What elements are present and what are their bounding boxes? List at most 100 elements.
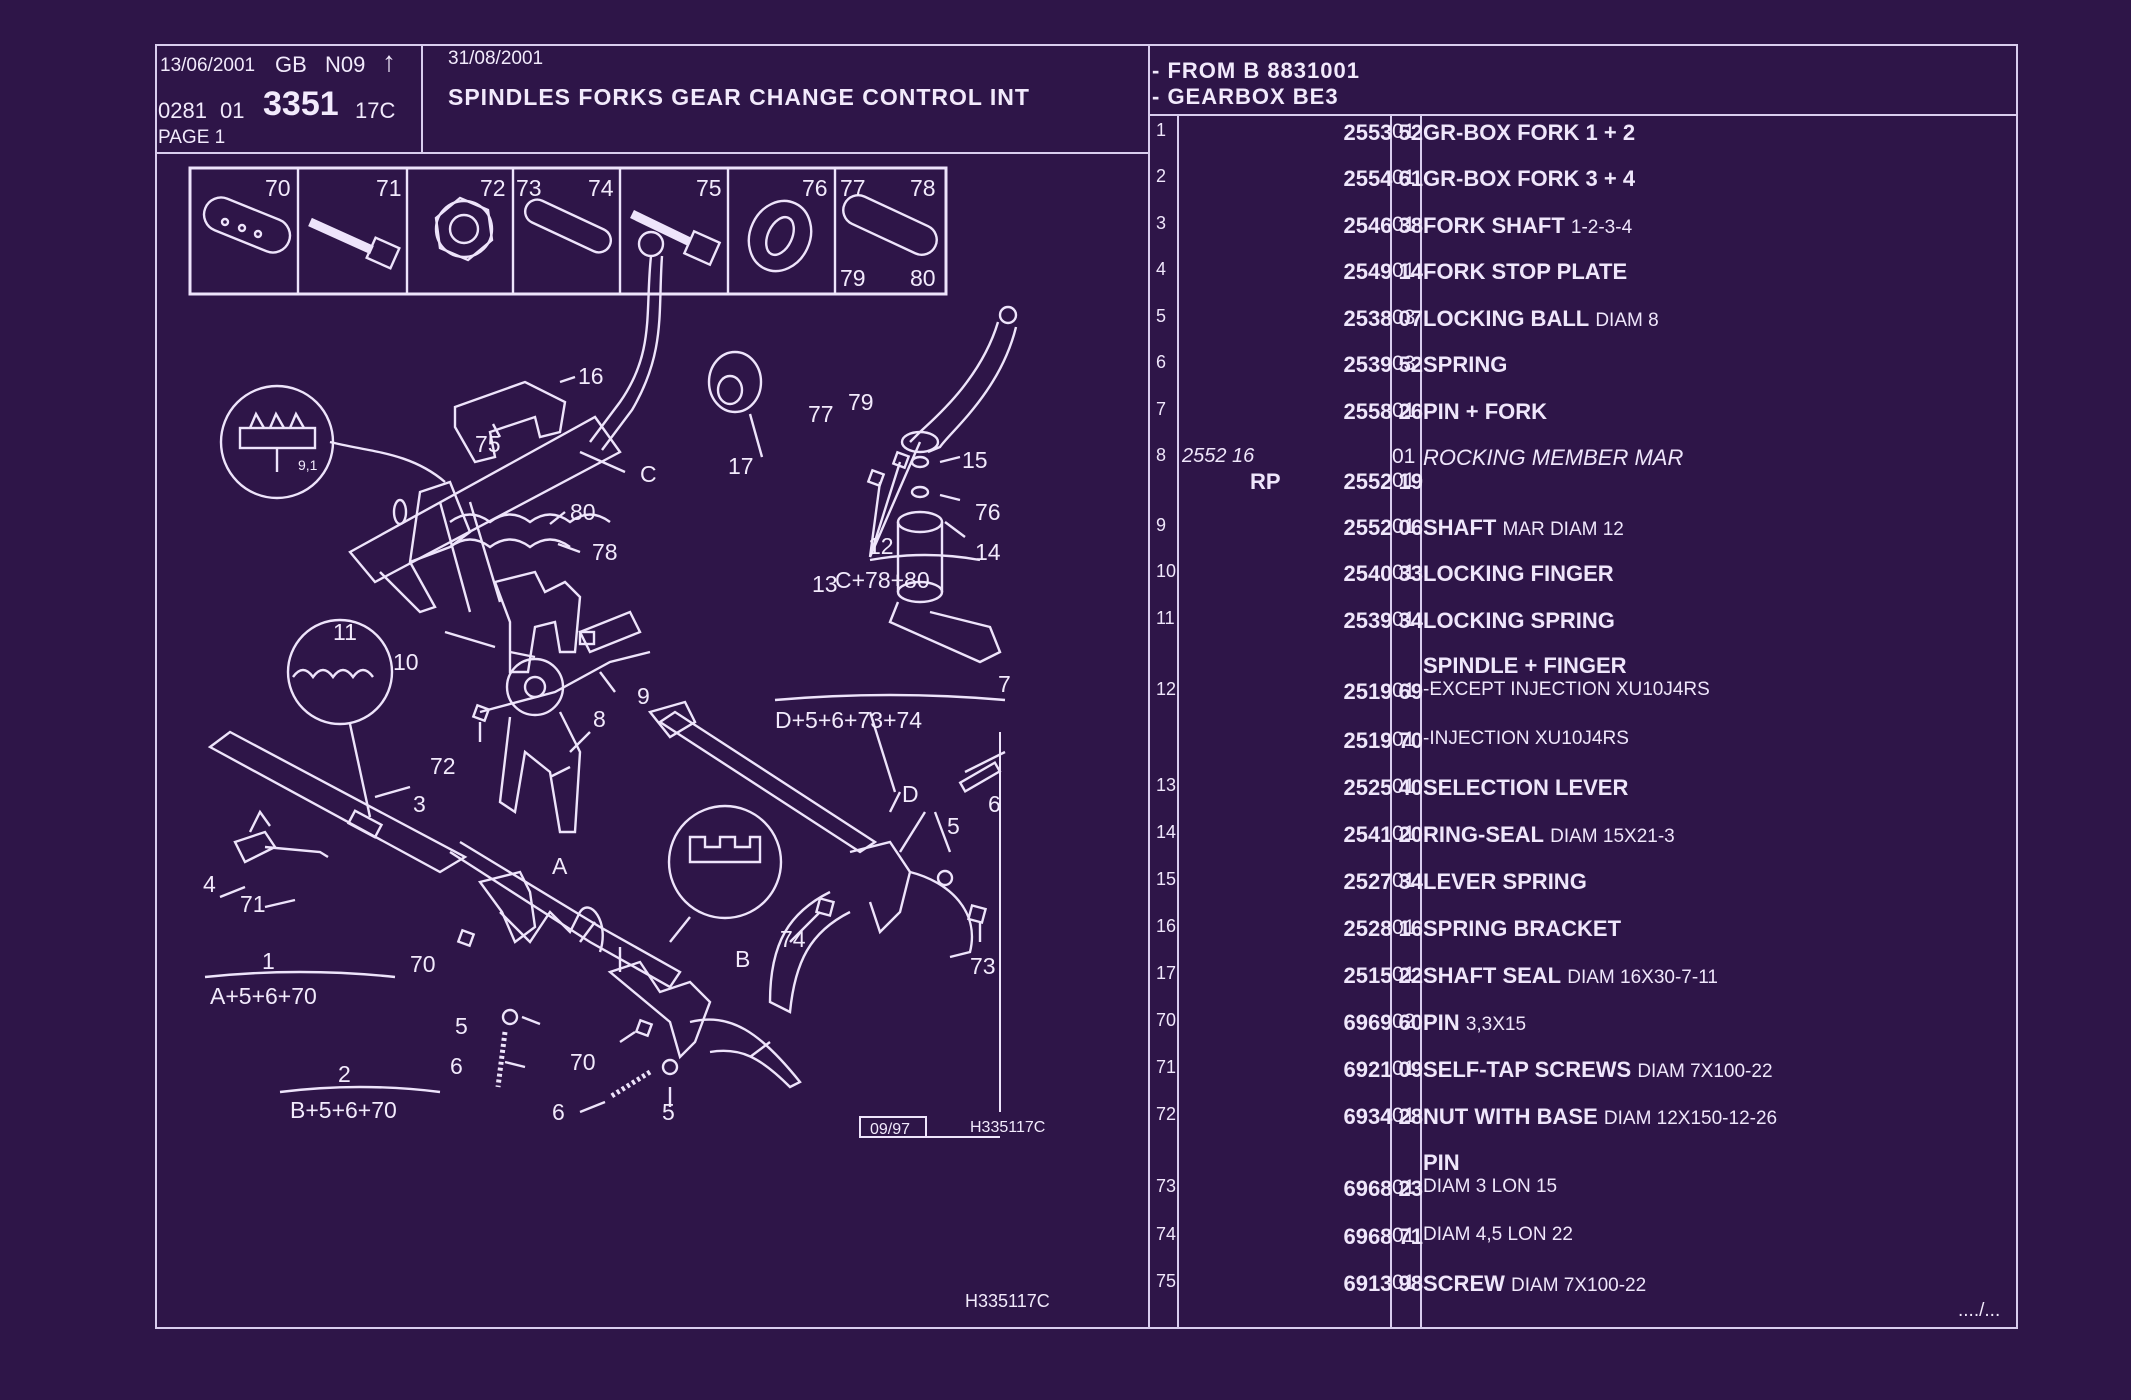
list-item[interactable]: 1 2553 52 01 GR-BOX FORK 1 + 2 xyxy=(1156,120,1636,145)
springs-balls xyxy=(219,711,1001,1138)
fork-shaft-3 xyxy=(207,618,802,1089)
header-ref-suffix: 17C xyxy=(355,98,396,123)
callout-D: D xyxy=(902,781,919,807)
thumb-label-72: 72 xyxy=(480,175,506,201)
list-item[interactable]: 2 2554 61 01 GR-BOX FORK 3 + 4 xyxy=(1156,166,1636,191)
assembly-1-number: 1 xyxy=(262,948,275,974)
list-item[interactable]: 71 6921 09 01 SELF-TAP SCREWS DIAM 7X100… xyxy=(1156,1057,1773,1082)
pin-73-icon xyxy=(523,198,613,254)
list-item[interactable]: 4 2549 14 01 FORK STOP PLATE xyxy=(1156,259,1628,284)
header-date1: 13/06/2001 xyxy=(160,55,256,76)
list-item[interactable]: 16 2528 16 01 SPRING BRACKET xyxy=(1156,916,1622,941)
list-item[interactable]: 6 2539 52 03 SPRING xyxy=(1156,352,1508,377)
callout-11: 11 xyxy=(333,619,357,645)
nut-72-icon xyxy=(434,196,494,262)
callout-14: 14 xyxy=(975,539,1001,565)
thumbnail-strip xyxy=(188,166,948,296)
callout-6-b: 6 xyxy=(552,1099,565,1125)
thumbnail-labels: 70 71 72 73 74 75 76 77 78 79 80 xyxy=(265,175,936,291)
fork-shaft-d xyxy=(647,700,1006,1014)
callout-70-b: 70 xyxy=(570,1049,596,1075)
thumb-label-70: 70 xyxy=(265,175,291,201)
callout-16: 16 xyxy=(578,363,604,389)
list-item[interactable]: 9 2552 06 01 SHAFT MAR DIAM 12 xyxy=(1156,515,1624,540)
header-gearbox: - GEARBOX BE3 xyxy=(1152,84,1339,109)
callout-76: 76 xyxy=(975,499,1001,525)
callout-77: 77 xyxy=(808,401,834,427)
callout-5-a: 5 xyxy=(455,1013,468,1039)
callout-80: 80 xyxy=(570,499,596,525)
assembly-7-formula: D+5+6+73+74 xyxy=(775,707,922,733)
list-item[interactable]: 15 2527 34 01 LEVER SPRING xyxy=(1156,869,1587,894)
list-item[interactable]: 7 2558 26 01 PIN + FORK xyxy=(1156,399,1548,424)
list-item[interactable]: PIN 73 6968 23 01 DIAM 3 LON 15 xyxy=(1156,1150,1558,1201)
pin-77-icon xyxy=(842,194,938,256)
callout-C: C xyxy=(640,461,657,487)
callout-B: B xyxy=(735,946,750,972)
callout-5-d: 5 xyxy=(947,813,960,839)
continuation-mark: ..../... xyxy=(1958,1300,2001,1321)
header-ref-main: 3351 xyxy=(263,85,339,123)
callout-A: A xyxy=(552,853,568,879)
list-item[interactable]: 75 6913 98 01 SCREW DIAM 7X100-22 xyxy=(1156,1271,1647,1296)
up-arrow-icon: ↑ xyxy=(382,46,396,77)
list-item[interactable]: 72 6934 28 01 NUT WITH BASE DIAM 12X150-… xyxy=(1156,1104,1778,1129)
selector-assembly-c xyxy=(219,230,764,614)
callout-70-a: 70 xyxy=(410,951,436,977)
thumb-label-80: 80 xyxy=(910,265,936,291)
callout-73: 73 xyxy=(970,953,996,979)
list-col-desc xyxy=(1420,114,1422,1329)
list-col-qty xyxy=(1390,114,1392,1329)
callout-72: 72 xyxy=(430,753,456,779)
callout-9-1: 9,1 xyxy=(298,457,318,473)
pin-70-icon xyxy=(202,196,292,254)
assembly-7-number: 7 xyxy=(998,671,1011,697)
thumb-label-76: 76 xyxy=(802,175,828,201)
list-item[interactable]: SPINDLE + FINGER 12 2519 69 01 -EXCEPT I… xyxy=(1156,653,1710,704)
formula-2-line xyxy=(279,1085,441,1094)
thumb-label-78: 78 xyxy=(910,175,936,201)
list-item[interactable]: 8 2552 16 01 ROCKING MEMBER MAR 2552 19 … xyxy=(1156,445,1684,494)
callout-10: 10 xyxy=(393,649,419,675)
assembly-2-formula: B+5+6+70 xyxy=(290,1097,397,1123)
thumb-label-71: 71 xyxy=(376,175,402,201)
list-item[interactable]: 14 2541 20 01 RING-SEAL DIAM 15X21-3 xyxy=(1156,822,1675,847)
list-item[interactable]: 74 6968 71 01 DIAM 4,5 LON 22 xyxy=(1156,1224,1573,1249)
parts-list: 1 2553 52 01 GR-BOX FORK 1 + 2 2 2554 61… xyxy=(1150,118,2018,1328)
header-date2: 31/08/2001 xyxy=(448,48,544,69)
list-item[interactable]: 2519 70 01 -INJECTION XU10J4RS xyxy=(1343,728,1629,753)
list-bottom xyxy=(1148,1327,2018,1329)
header-split-left xyxy=(421,44,423,154)
formula-12-line xyxy=(869,553,981,562)
header-divider-right xyxy=(1148,114,2018,116)
header-code-gb: GB xyxy=(275,52,307,77)
header-divider-left xyxy=(155,152,1150,154)
thumb-label-73: 73 xyxy=(516,175,542,201)
callout-71: 71 xyxy=(240,891,266,917)
spindle-finger-8 xyxy=(444,570,651,834)
catalog-sheet xyxy=(155,44,2018,1329)
thumb-label-75: 75 xyxy=(696,175,722,201)
formula-7-line xyxy=(774,693,1006,702)
assembly-12-number: 12 xyxy=(868,533,894,559)
callout-6-d: 6 xyxy=(988,791,1001,817)
list-item[interactable]: 70 6969 60 02 PIN 3,3X15 xyxy=(1156,1010,1527,1035)
assembly-12-formula: C+78+80 xyxy=(835,567,930,593)
assembly-2-number: 2 xyxy=(338,1061,351,1087)
list-item[interactable]: 3 2546 38 01 FORK SHAFT 1-2-3-4 xyxy=(1156,213,1633,238)
thumb-label-79: 79 xyxy=(840,265,866,291)
list-item[interactable]: 13 2525 40 01 SELECTION LEVER xyxy=(1156,775,1629,800)
exploded-diagram: 16 75 C 17 9,1 80 78 77 79 15 76 14 13 1… xyxy=(188,166,1050,1311)
main-split xyxy=(1148,44,1150,1329)
drawing-code-bottom: H335117C xyxy=(965,1291,1050,1311)
list-item[interactable]: 10 2540 33 01 LOCKING FINGER xyxy=(1156,561,1614,586)
callout-75: 75 xyxy=(475,431,501,457)
callout-79: 79 xyxy=(848,389,874,415)
revision-label: 09/97 xyxy=(870,1121,910,1138)
list-item[interactable]: 5 2538 07 03 LOCKING BALL DIAM 8 xyxy=(1156,306,1659,331)
list-item[interactable]: 11 2539 34 01 LOCKING SPRING xyxy=(1156,608,1615,633)
callout-3: 3 xyxy=(413,791,426,817)
list-item[interactable]: 17 2515 22 01 SHAFT SEAL DIAM 16X30-7-11 xyxy=(1156,963,1718,988)
callout-8: 8 xyxy=(593,706,606,732)
drawing-code: H335117C xyxy=(970,1119,1045,1136)
